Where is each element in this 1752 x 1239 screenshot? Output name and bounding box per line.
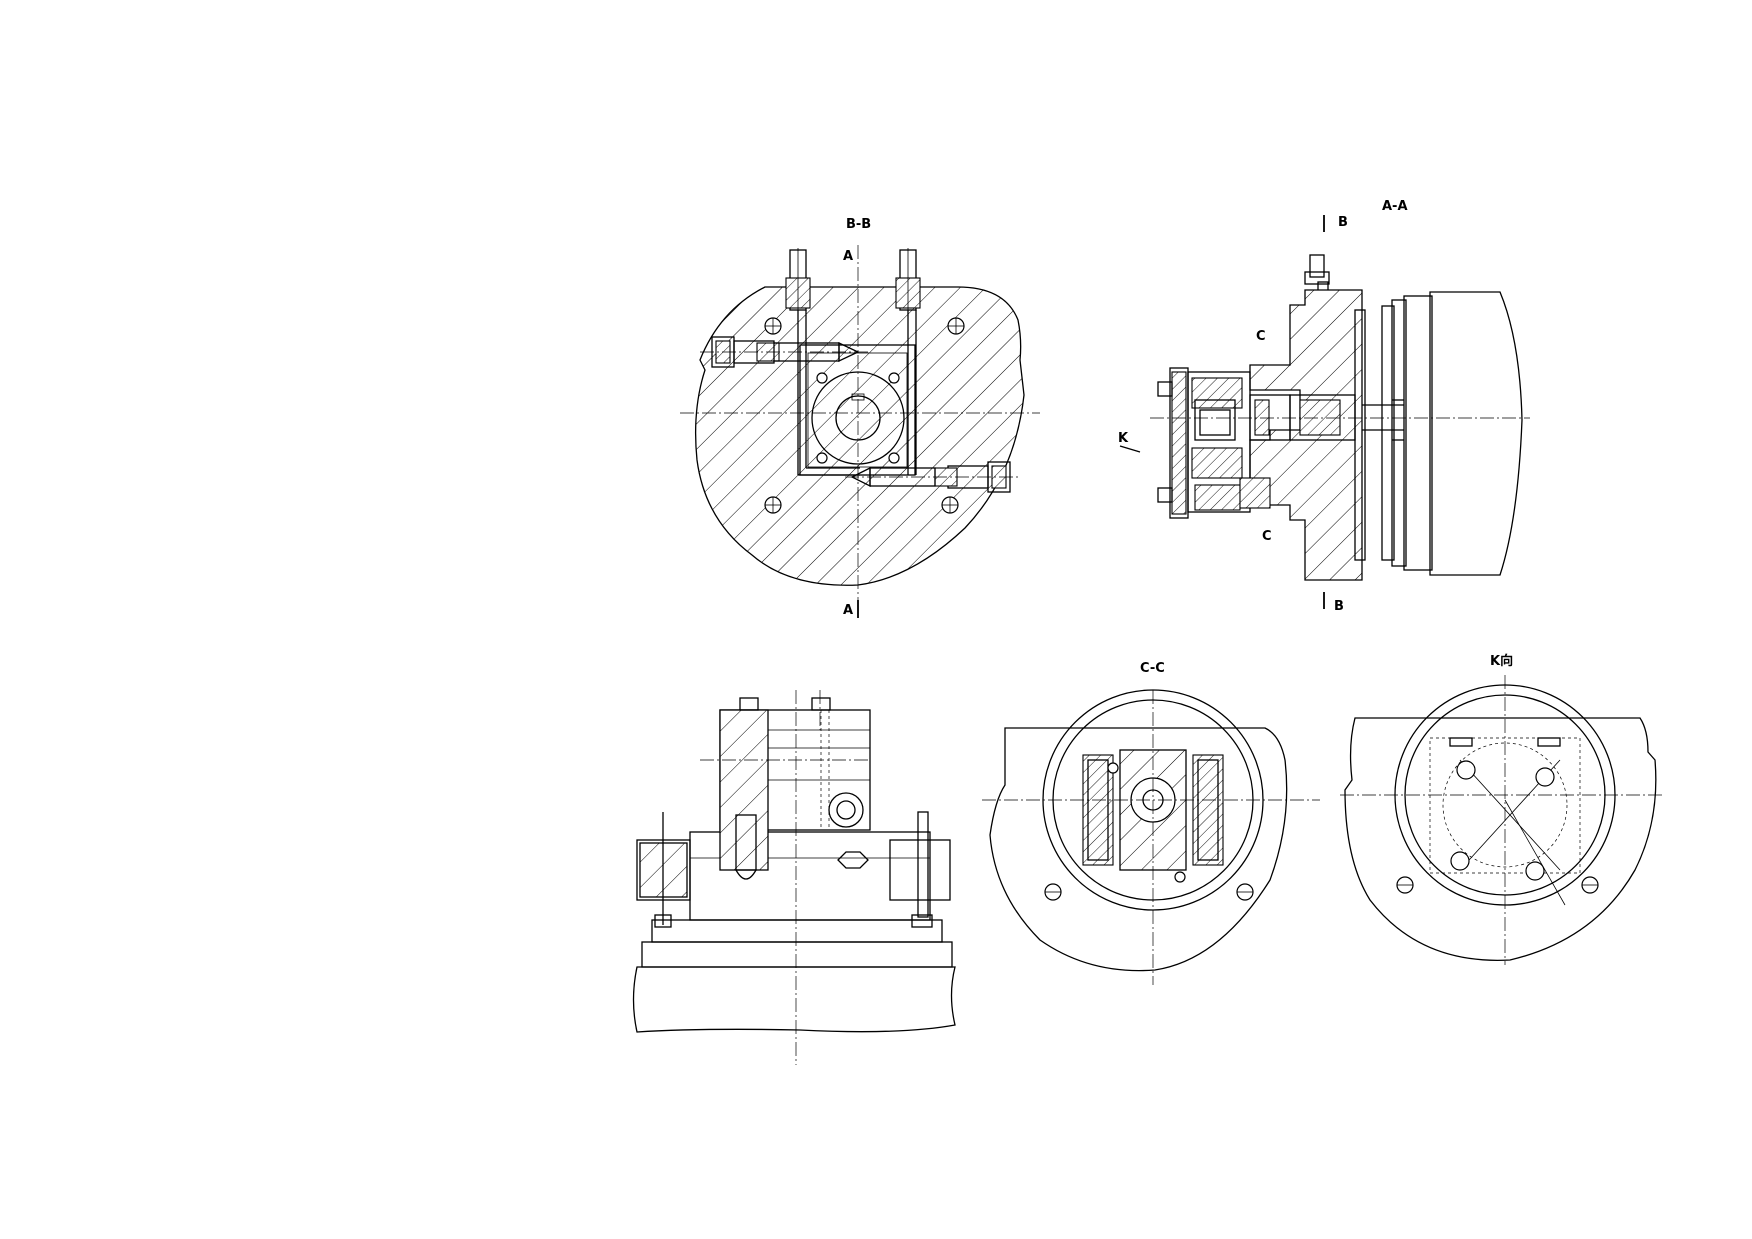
section-cc-view: C-C xyxy=(982,661,1320,985)
view-k-title: K向 xyxy=(1490,653,1513,669)
section-aa-view: A-A B B C C K xyxy=(1118,199,1530,614)
front-right-clamp xyxy=(889,839,951,901)
front-base-block xyxy=(632,966,956,1033)
view-k: K向 xyxy=(1340,653,1665,965)
section-bb-view: B-B A A xyxy=(680,217,1040,618)
section-cc-title: C-C xyxy=(1140,661,1165,676)
cut-mark-b-bottom-label: B xyxy=(1334,599,1344,614)
cc-mounting-holes xyxy=(1044,762,1254,901)
front-top-bolts xyxy=(739,697,831,830)
cut-mark-a-bottom-label: A xyxy=(843,603,853,618)
aa-left-bolts xyxy=(1157,381,1173,503)
aa-left-housing xyxy=(1187,371,1251,513)
bb-upper-valve-screw xyxy=(700,336,870,368)
bb-top-studs xyxy=(785,248,921,345)
bb-hub-bolt-holes xyxy=(816,372,900,464)
bb-lower-valve-screw xyxy=(845,461,1020,493)
bb-housing-body xyxy=(694,286,1025,586)
bb-passages xyxy=(797,310,917,476)
view-k-arrow-label: K xyxy=(1118,431,1129,446)
k-bolt-holes xyxy=(1396,760,1599,894)
k-outer-housing xyxy=(1344,717,1657,962)
front-view xyxy=(632,690,956,1065)
section-bb-title: B-B xyxy=(846,217,871,232)
front-hex-nut xyxy=(837,851,869,869)
bb-mounting-holes xyxy=(764,317,965,514)
cut-mark-c-bottom-label: C xyxy=(1262,529,1272,544)
front-round-boss xyxy=(828,792,864,828)
cc-slots xyxy=(1082,754,1224,866)
aa-spindle-disc xyxy=(1429,291,1523,576)
aa-top-stud xyxy=(1309,254,1325,278)
cut-mark-a-top-label: A xyxy=(843,249,853,264)
cut-mark-b-top-label: B xyxy=(1338,215,1348,230)
cc-outer-housing xyxy=(989,727,1288,972)
section-aa-title: A-A xyxy=(1382,199,1408,214)
cut-mark-c-top-label: C xyxy=(1256,329,1266,344)
